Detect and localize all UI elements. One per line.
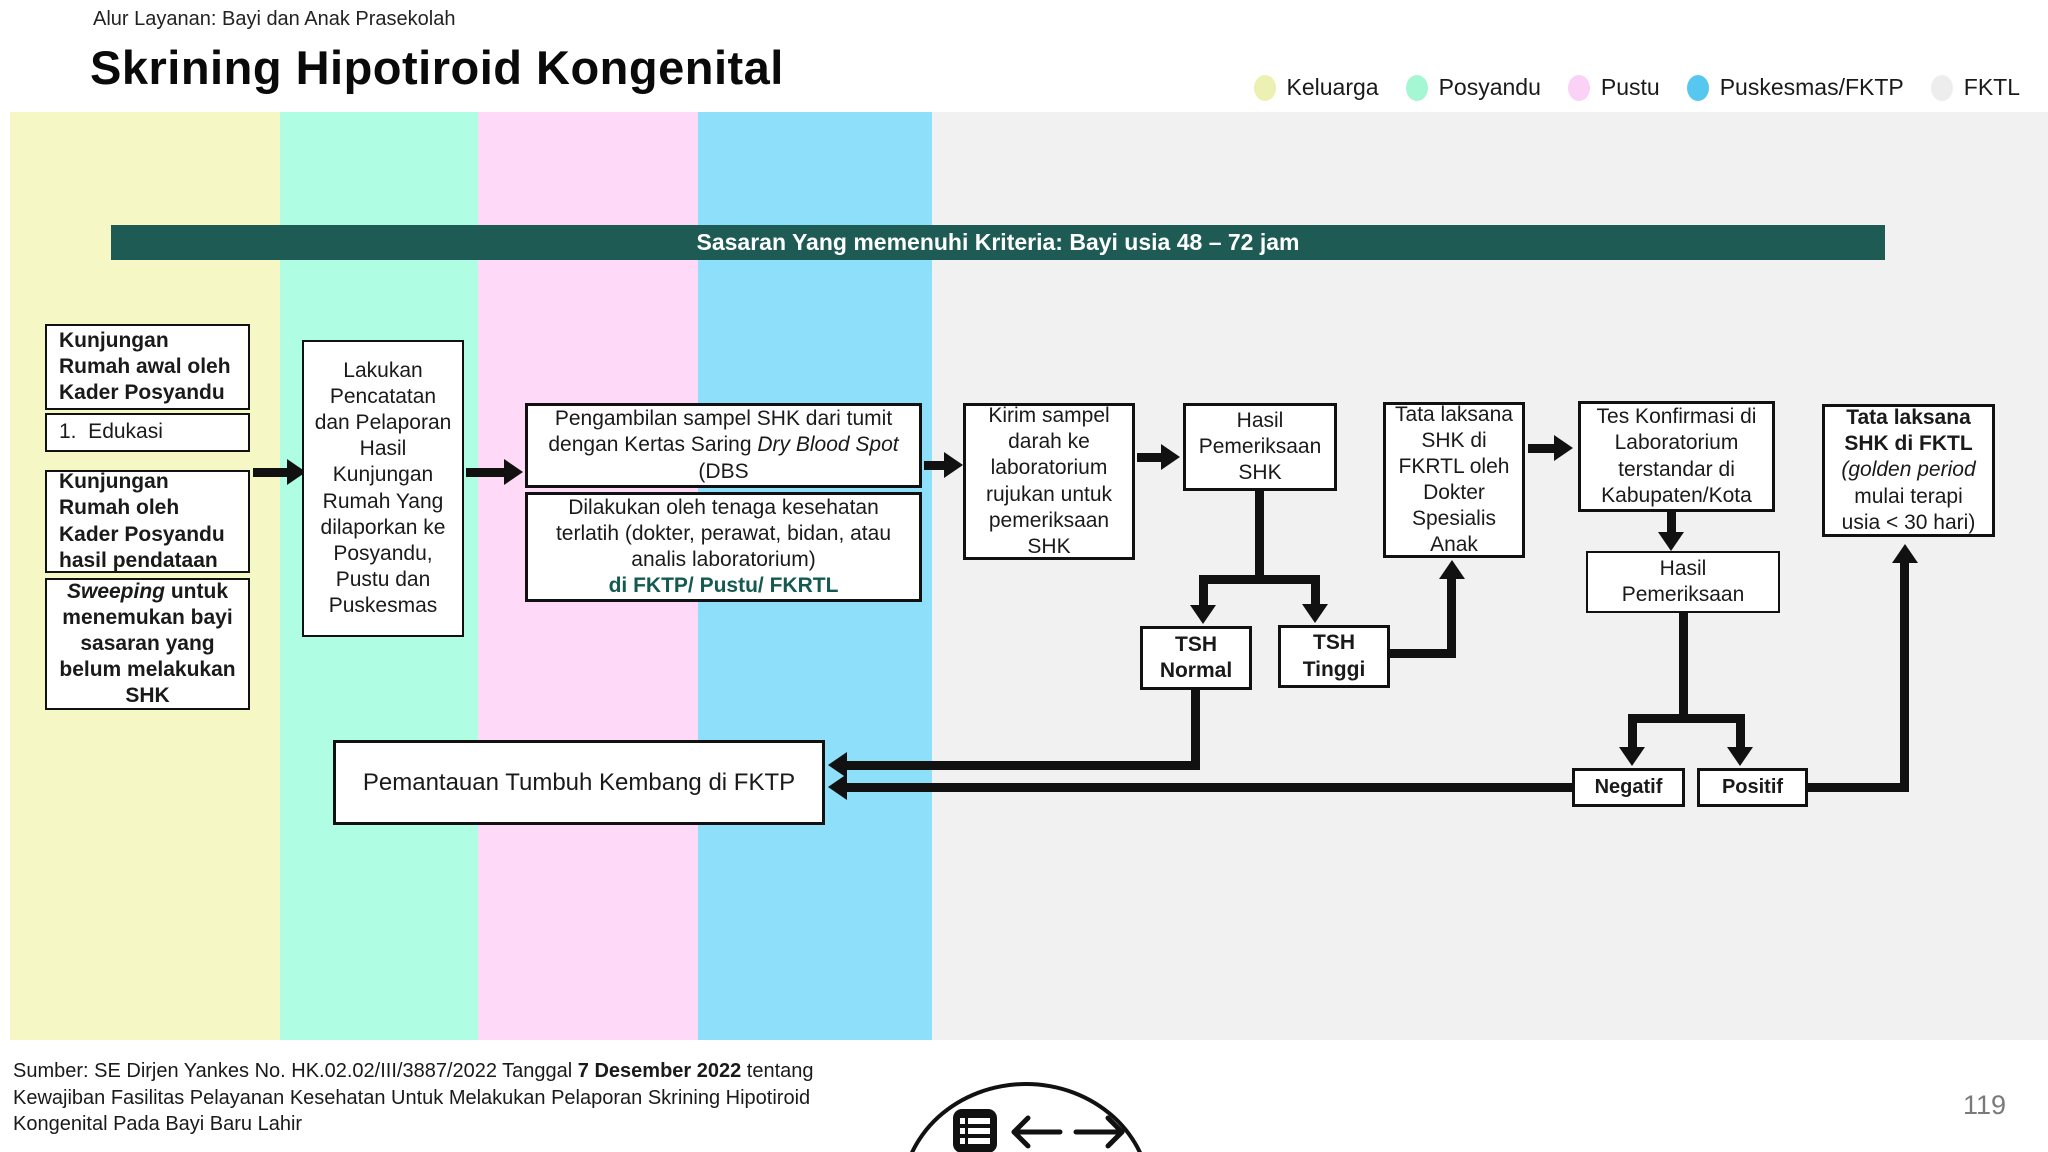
box-edukasi: 1. Edukasi — [45, 413, 250, 452]
legend-label: Puskesmas/FKTP — [1719, 74, 1904, 100]
arrowhead — [1161, 444, 1180, 470]
keluarga-color-dot — [1253, 74, 1276, 101]
pengambilan-post: (DBS — [698, 459, 749, 483]
sweeping-rest: untuk menemukan bayi sasaran yang belum … — [59, 579, 236, 708]
box-pemantauan: Pemantauan Tumbuh Kembang di FKTP — [333, 740, 825, 825]
source-note: Sumber: SE Dirjen Yankes No. HK.02.02/II… — [13, 1058, 843, 1138]
legend-label: Keluarga — [1286, 74, 1379, 100]
arrowhead — [828, 752, 847, 778]
arrowhead — [1302, 604, 1328, 623]
fktl-rest: mulai terapi usia < 30 hari) — [1841, 484, 1976, 534]
legend-item-puskesmas-fktp: Puskesmas/FKTP — [1686, 74, 1904, 101]
connector-fkrtl-to-tes — [1528, 444, 1558, 453]
connector-normal-left — [846, 761, 1200, 770]
connector-positif-up — [1900, 562, 1909, 792]
menu-icon[interactable] — [952, 1108, 998, 1152]
arrowhead — [1658, 532, 1684, 551]
box-hasil-pemeriksaan-shk: Hasil Pemeriksaan SHK — [1183, 403, 1337, 491]
box-kirim-sampel: Kirim sampel darah ke laboratorium rujuk… — [963, 403, 1135, 560]
arrowhead — [828, 774, 847, 800]
fktl-bold: Tata laksana SHK di FKTL — [1844, 406, 1973, 456]
box-negatif: Negatif — [1572, 768, 1685, 807]
fktl-color-dot — [1930, 74, 1953, 101]
connector-tes-down — [1667, 512, 1676, 534]
legend-item-fktl: FKTL — [1930, 74, 2020, 101]
source-post: tentang Kewajiban Fasilitas Pelayanan Ke… — [13, 1060, 814, 1136]
connector-normal-down — [1191, 690, 1200, 770]
box-positif: Positif — [1697, 768, 1808, 807]
connector-positif-right — [1808, 783, 1909, 792]
page-number: 119 — [1963, 1090, 2007, 1120]
connector-fork-right — [1311, 575, 1320, 606]
box-tes-konfirmasi: Tes Konfirmasi di Laboratorium terstanda… — [1578, 401, 1775, 512]
fktl-italic: (golden period — [1841, 458, 1976, 482]
posyandu-color-dot — [1405, 74, 1428, 101]
pustu-color-dot — [1567, 74, 1590, 101]
box-tata-laksana-fktl: Tata laksana SHK di FKTL (golden period … — [1822, 404, 1995, 537]
connector-negatif-down — [1628, 714, 1637, 748]
lane-fktl — [932, 112, 2048, 1040]
arrowhead — [287, 459, 306, 485]
box-sweeping: Sweeping untuk menemukan bayi sasaran ya… — [45, 578, 250, 710]
box-hasil-pemeriksaan: Hasil Pemeriksaan — [1586, 551, 1780, 613]
criteria-banner-text: Sasaran Yang memenuhi Kriteria: Bayi usi… — [696, 229, 1300, 255]
box-kunjungan-pendataan: Kunjungan Rumah oleh Kader Posyandu hasi… — [45, 470, 250, 573]
puskesmas-color-dot — [1686, 74, 1709, 101]
arrowhead — [1439, 560, 1465, 579]
legend-label: Pustu — [1600, 74, 1660, 100]
arrowhead — [1727, 747, 1753, 766]
arrowhead — [1892, 544, 1918, 563]
connector-tinggi-horizontal — [1390, 649, 1452, 658]
criteria-banner: Sasaran Yang memenuhi Kriteria: Bayi usi… — [111, 225, 1885, 260]
connector-tinggi-up — [1447, 578, 1456, 658]
dilakukan-text: Dilakukan oleh tenaga kesehatan terlatih… — [555, 495, 892, 571]
legend-label: FKTL — [1963, 74, 2020, 100]
box-tata-laksana-fkrtl: Tata laksana SHK di FKRTL oleh Dokter Sp… — [1383, 402, 1525, 558]
arrowhead — [1554, 435, 1573, 461]
box-pengambilan-sampel: Pengambilan sampel SHK dari tumit dengan… — [525, 403, 922, 488]
next-arrow-icon[interactable] — [1072, 1112, 1128, 1152]
legend-item-pustu: Pustu — [1567, 74, 1660, 101]
dilakukan-highlight: di FKTP/ Pustu/ FKRTL — [608, 574, 839, 598]
arrowhead — [944, 452, 963, 478]
box-dilakukan-tenaga: Dilakukan oleh tenaga kesehatan terlatih… — [525, 492, 922, 602]
source-bold: 7 Desember 2022 — [577, 1060, 742, 1082]
connector-positif-down — [1736, 714, 1745, 748]
sweeping-italic: Sweeping — [66, 579, 166, 603]
connector-left-to-pencatatan — [253, 468, 289, 477]
arrowhead — [1190, 605, 1216, 624]
box-tsh-tinggi: TSH Tinggi — [1278, 625, 1390, 688]
lane-keluarga — [10, 112, 280, 1040]
connector-negatif-left — [846, 783, 1572, 792]
legend: Keluarga Posyandu Pustu Puskesmas/FKTP F… — [1253, 74, 2020, 101]
pengambilan-italic: Dry Blood Spot — [757, 433, 899, 457]
box-pencatatan: Lakukan Pencatatan dan Pelaporan Hasil K… — [302, 340, 464, 637]
previous-arrow-icon[interactable] — [1008, 1112, 1064, 1152]
connector-fork-left — [1199, 575, 1208, 606]
legend-item-keluarga: Keluarga — [1253, 74, 1379, 101]
arrowhead — [504, 459, 523, 485]
connector-hasil-down — [1679, 613, 1688, 723]
arrowhead — [1619, 747, 1645, 766]
box-tsh-normal: TSH Normal — [1140, 626, 1252, 690]
box-kunjungan-awal: Kunjungan Rumah awal oleh Kader Posyandu — [45, 324, 250, 410]
legend-label: Posyandu — [1438, 74, 1541, 100]
connector-kirim-to-hasil — [1137, 453, 1165, 462]
page-title: Skrining Hipotiroid Kongenital — [90, 41, 784, 94]
connector-fork-bar — [1199, 575, 1320, 584]
pengambilan-pre: Pengambilan sampel SHK dari tumit dengan… — [548, 407, 893, 457]
connector-pengambilan-to-kirim — [924, 461, 948, 470]
connector-pencatatan-to-pengambilan — [466, 468, 506, 477]
legend-item-posyandu: Posyandu — [1405, 74, 1541, 101]
connector-negpos-bar — [1628, 714, 1745, 723]
source-pre: Sumber: SE Dirjen Yankes No. HK.02.02/II… — [13, 1060, 578, 1082]
connector-hasil-shk-down — [1255, 491, 1264, 580]
breadcrumb: Alur Layanan: Bayi dan Anak Prasekolah — [93, 8, 456, 30]
